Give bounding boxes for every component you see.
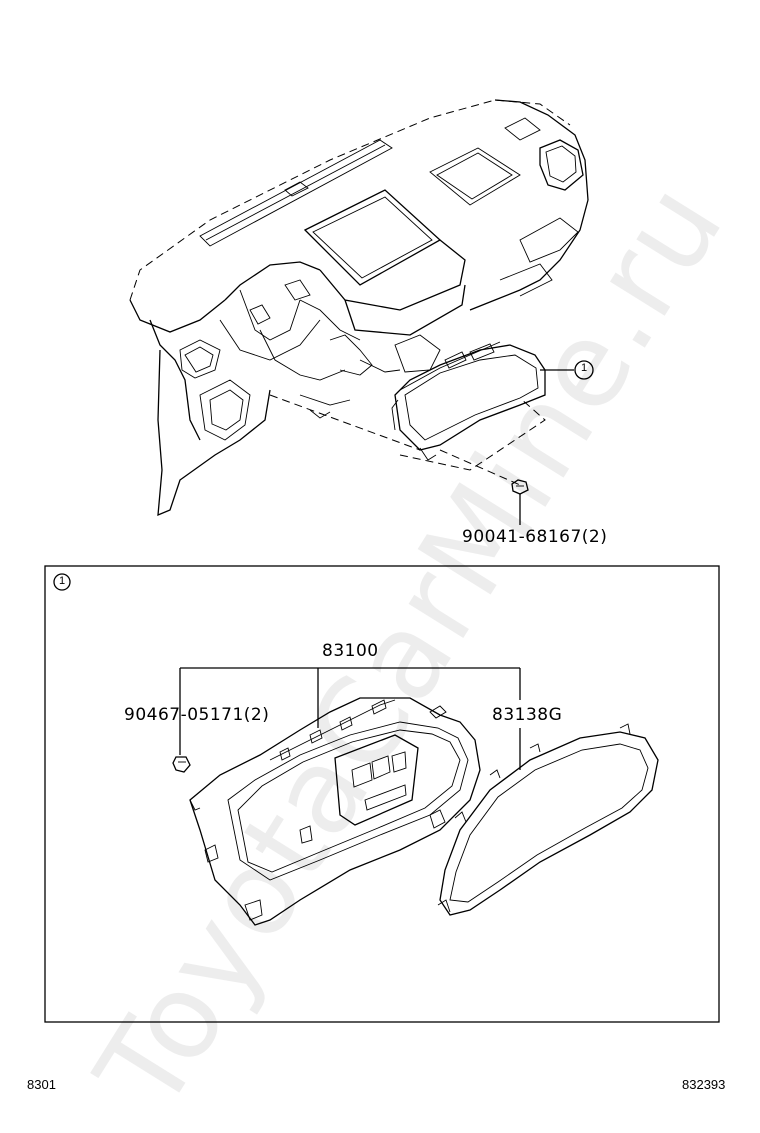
lens-part-number: 83138G: [492, 705, 563, 725]
instrument-panel-drawing: [129, 99, 589, 517]
bolt-drawing: [511, 479, 529, 525]
section-code: 8301: [27, 1077, 56, 1092]
bolt-part-number: 90041-68167(2): [462, 527, 608, 547]
combination-meter-upper-drawing: [391, 341, 546, 461]
callout-ref-number: 1: [580, 362, 588, 374]
meter-lens-drawing: [437, 723, 659, 916]
inset-marker-circle: [53, 573, 71, 591]
combination-meter-assembly-drawing: [189, 697, 481, 926]
callout-circle-ref: [574, 360, 594, 380]
screw-drawing: [172, 756, 191, 773]
assembly-part-number: 83100: [322, 641, 379, 661]
illustration-code: 832393: [682, 1077, 726, 1092]
screw-part-number: 90467-05171(2): [124, 705, 270, 725]
inset-frame: [44, 565, 720, 1023]
inset-marker-number: 1: [58, 575, 66, 587]
